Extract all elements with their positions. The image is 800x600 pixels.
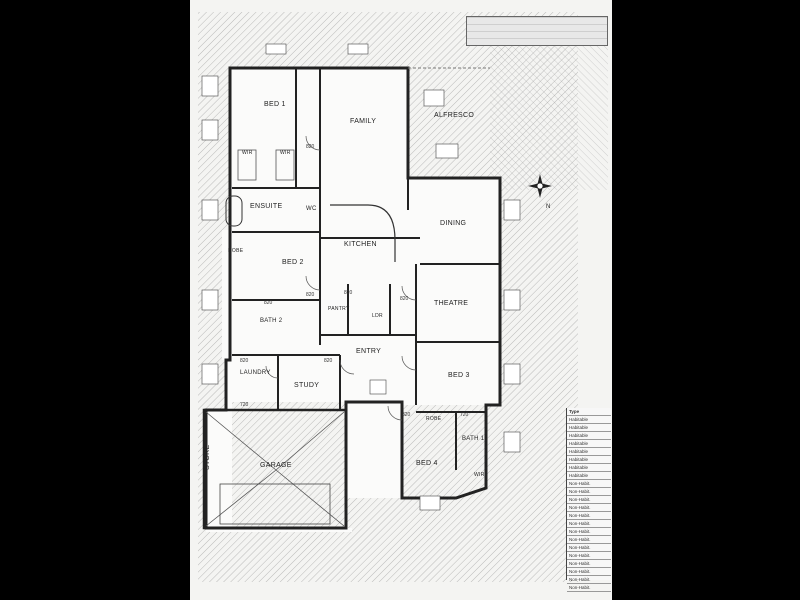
interior-walls [232, 68, 500, 470]
garage-roof-line-b [275, 411, 345, 471]
room-pantry-label: PANTRY [328, 306, 350, 312]
dimension-label: 820 [240, 358, 249, 364]
schedule-row: Habitable [567, 472, 611, 480]
ensuite-bath [225, 195, 243, 227]
schedule-row: Non-Habit. [567, 568, 611, 576]
floor-plan-drawing [198, 12, 608, 582]
room-laundry-label: LAUNDRY [240, 370, 271, 376]
house-interior [206, 68, 500, 532]
schedule-row: Non-Habit. [567, 496, 611, 504]
room-bed2-label: BED 2 [282, 259, 304, 266]
room-family-label: FAMILY [350, 118, 377, 125]
room-bath2-label: BATH 2 [260, 318, 283, 324]
dimension-label: 820 [400, 296, 409, 302]
dimension-label: 820 [306, 292, 315, 298]
room-ensuite-label: ENSUITE [250, 203, 283, 210]
room-bed1-label: BED 1 [264, 101, 286, 108]
schedule-row: Non-Habit. [567, 488, 611, 496]
schedule-row: Habitable [567, 456, 611, 464]
garage-roof-line-c [205, 469, 277, 527]
schedule-row: Non-Habit. [567, 520, 611, 528]
dimension-label: 820 [306, 144, 315, 150]
room-bed3-label: BED 3 [448, 372, 470, 379]
dimension-label: 820 [402, 412, 411, 418]
room-theatre-label: THEATRE [434, 300, 469, 307]
dimension-label: 720 [460, 412, 469, 418]
exterior-wall [204, 66, 502, 530]
kitchen-bench [330, 204, 396, 262]
schedule-row: Non-Habit. [567, 536, 611, 544]
room-dining-label: DINING [440, 220, 467, 227]
schedule-row: Non-Habit. [567, 544, 611, 552]
schedule-row: Non-Habit. [567, 512, 611, 520]
room-ldr-label: LDR [372, 313, 383, 319]
room-bed4-label: BED 4 [416, 460, 438, 467]
floor-plan-sheet: BED 1 FAMILY ALFRESCO ENSUITE WC WIR WIR… [190, 0, 612, 600]
schedule-row: Habitable [567, 424, 611, 432]
window-tags [201, 43, 521, 511]
schedule-row: Non-Habit. [567, 560, 611, 568]
room-study-label: STUDY [294, 382, 320, 389]
garage-roof-line-a [205, 411, 277, 471]
garage-door [219, 483, 331, 525]
room-store-label: STORE [204, 444, 211, 471]
dimension-label: 820 [324, 358, 333, 364]
room-entry-label: ENTRY [356, 348, 382, 355]
room-alfresco-label: ALFRESCO [434, 112, 475, 119]
schedule-row: Non-Habit. [567, 528, 611, 536]
door-swings [265, 135, 417, 421]
garage-walls [202, 408, 348, 530]
room-bath1-label: BATH 1 [462, 436, 485, 442]
room-robe3-label: ROBE [426, 416, 442, 422]
dimension-label: 820 [264, 300, 273, 306]
room-wir1-label: WIR [242, 150, 253, 156]
schedule-row: Habitable [567, 440, 611, 448]
room-garage-label: GARAGE [260, 462, 292, 469]
schedule-row: Habitable [567, 432, 611, 440]
room-wc-label: WC [306, 206, 317, 212]
garage-roof-line-d [275, 469, 345, 527]
room-wir2-label: WIR [280, 150, 291, 156]
dimension-label: 720 [240, 402, 249, 408]
room-wir4-label: WIR [474, 472, 485, 478]
north-arrow [528, 174, 552, 198]
window-schedule-table [466, 16, 608, 46]
wir-shelf-a [237, 149, 257, 181]
schedule-row: Non-Habit. [567, 480, 611, 488]
schedule-row: Non-Habit. [567, 504, 611, 512]
dimension-label: 820 [344, 290, 353, 296]
compass-label: N [546, 204, 551, 210]
schedule-row: Habitable [567, 464, 611, 472]
schedule-row: Non-Habit. [567, 584, 611, 592]
schedule-header: Type [567, 408, 611, 416]
wir-shelf-b [275, 149, 295, 181]
schedule-row: Non-Habit. [567, 576, 611, 584]
room-robe2-label: ROBE [228, 248, 244, 254]
schedule-row: Habitable [567, 448, 611, 456]
schedule-row: Habitable [567, 416, 611, 424]
schedule-row: Non-Habit. [567, 552, 611, 560]
room-kitchen-label: KITCHEN [344, 241, 377, 248]
site-hatch-right [490, 40, 608, 190]
